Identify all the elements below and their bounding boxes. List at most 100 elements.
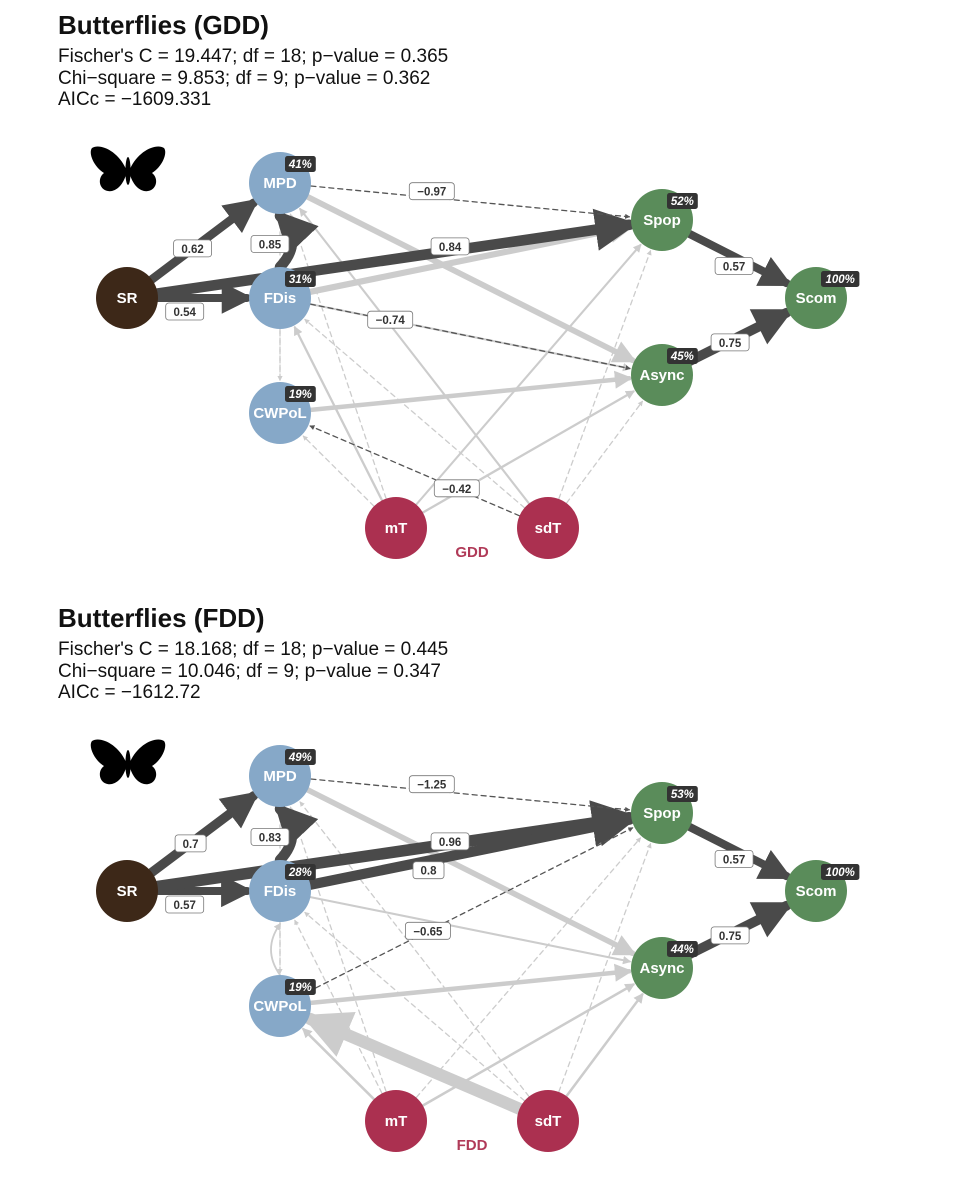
r-squared-value: 44%: [670, 944, 694, 956]
node-label: Spop: [643, 805, 681, 822]
r-squared-value: 31%: [289, 274, 312, 286]
coefficient-value: 0.8: [421, 866, 438, 878]
path-sdt-to-spop: [558, 249, 652, 500]
coefficient-label: 0.57: [714, 257, 754, 275]
path-cwpol-to-fdis: [270, 922, 281, 976]
r-squared-value: 45%: [670, 351, 694, 363]
r-squared-badge: 31%: [285, 271, 316, 287]
node-scom: Scom 100%: [785, 860, 860, 922]
node-label: MPD: [263, 768, 297, 785]
node-label: mT: [385, 1113, 408, 1130]
r-squared-value: 100%: [825, 274, 854, 286]
coefficient-label: −0.65: [404, 921, 451, 940]
panel-title: Butterflies (GDD): [58, 10, 269, 40]
node-sr: SR: [96, 860, 158, 922]
coefficient-label: 0.83: [250, 828, 290, 846]
path-sdt-to-fdis: [304, 911, 526, 1102]
coefficient-value: 0.75: [719, 931, 742, 943]
path-sdt-to-cwpol: [301, 1011, 526, 1115]
coefficient-labels: 0.70.570.960.80.83−1.250.570.75−0.65: [165, 775, 754, 945]
coefficient-value: −0.97: [417, 187, 446, 199]
path-mt-to-mpd: [289, 806, 387, 1093]
path-sdt-to-async: [565, 400, 643, 504]
edges: [147, 185, 794, 517]
node-async: Async 45%: [631, 344, 698, 406]
node-mpd: MPD 49%: [249, 745, 316, 807]
node-sdt: sdT: [517, 497, 579, 559]
node-label: Scom: [796, 883, 837, 900]
r-squared-value: 19%: [289, 982, 312, 994]
coefficient-value: 0.85: [259, 240, 282, 252]
r-squared-badge: 52%: [667, 193, 698, 209]
node-scom: Scom 100%: [785, 267, 860, 329]
coefficient-labels: 0.620.540.840.85−0.970.570.75−0.74−0.42: [165, 182, 754, 498]
coefficient-label: 0.85: [250, 235, 290, 253]
node-label: CWPoL: [253, 998, 306, 1015]
path-mt-to-cwpol: [301, 1027, 376, 1101]
path-mpd-to-spop: [310, 185, 631, 219]
path-mt-to-fdis: [293, 325, 384, 502]
path-mt-to-async: [421, 983, 636, 1107]
path-sr-to-mpd: [147, 791, 260, 878]
coefficient-label: 0.96: [430, 832, 470, 851]
coefficient-value: 0.57: [723, 262, 745, 274]
coefficient-value: 0.7: [183, 839, 199, 851]
coefficient-label: 0.54: [165, 302, 205, 321]
path-fdis-to-async: [309, 896, 632, 965]
r-squared-badge: 100%: [821, 864, 860, 880]
model-fit-stats: Fischer's C = 19.447; df = 18; p−value =…: [58, 46, 448, 111]
r-squared-value: 53%: [671, 789, 694, 801]
path-sdt-to-cwpol: [309, 425, 521, 517]
aicc-line: AICc = −1609.331: [58, 89, 212, 110]
node-sr: SR: [96, 267, 158, 329]
node-label: CWPoL: [253, 405, 306, 422]
r-squared-value: 28%: [288, 867, 312, 879]
node-sdt: sdT: [517, 1090, 579, 1152]
path-sr-to-spop: [152, 208, 638, 299]
node-label: Async: [639, 960, 684, 977]
coefficient-label: 0.62: [173, 239, 213, 258]
r-squared-badge: 49%: [285, 749, 316, 765]
chi-square-line: Chi−square = 10.046; df = 9; p−value = 0…: [58, 660, 441, 682]
coefficient-label: 0.57: [714, 850, 754, 868]
r-squared-badge: 28%: [285, 864, 316, 880]
node-label: SR: [117, 290, 138, 307]
path-mpd-to-spop: [310, 778, 631, 812]
butterfly-icon: [90, 146, 166, 192]
path-mt-to-spop: [415, 243, 642, 506]
butterfly-icon: [90, 739, 166, 785]
coefficient-label: −0.42: [433, 479, 480, 498]
model-fit-stats: Fischer's C = 18.168; df = 18; p−value =…: [58, 639, 448, 704]
path-diagram: 0.70.570.960.80.83−1.250.570.75−0.65SRMP…: [90, 739, 860, 1154]
coefficient-label: 0.8: [412, 861, 445, 880]
coefficient-value: 0.75: [719, 338, 742, 350]
coefficient-value: 0.84: [439, 242, 462, 254]
r-squared-badge: 45%: [667, 348, 698, 364]
r-squared-badge: 53%: [667, 786, 698, 802]
node-label: Spop: [643, 212, 681, 229]
panel-title: Butterflies (FDD): [58, 603, 265, 633]
path-mt-to-cwpol: [302, 435, 375, 507]
node-async: Async 44%: [631, 937, 698, 999]
r-squared-value: 52%: [671, 196, 694, 208]
path-mpd-to-async: [304, 194, 637, 364]
node-label: mT: [385, 520, 408, 537]
r-squared-value: 19%: [289, 389, 312, 401]
climate-group-label: FDD: [457, 1137, 488, 1154]
r-squared-badge: 19%: [285, 386, 316, 402]
node-label: SR: [117, 883, 138, 900]
path-fdis-to-mpd: [274, 802, 319, 866]
fischers-c-line: Fischer's C = 19.447; df = 18; p−value =…: [58, 46, 449, 67]
node-label: sdT: [535, 1113, 562, 1130]
path-sdt-to-mpd: [299, 801, 530, 1098]
node-label: Async: [639, 367, 684, 384]
node-label: Scom: [796, 290, 837, 307]
coefficient-label: 0.75: [710, 926, 750, 945]
path-sdt-to-spop: [558, 842, 652, 1093]
coefficient-label: −1.25: [408, 775, 455, 794]
r-squared-badge: 41%: [285, 156, 316, 172]
coefficient-label: 0.75: [710, 333, 750, 352]
